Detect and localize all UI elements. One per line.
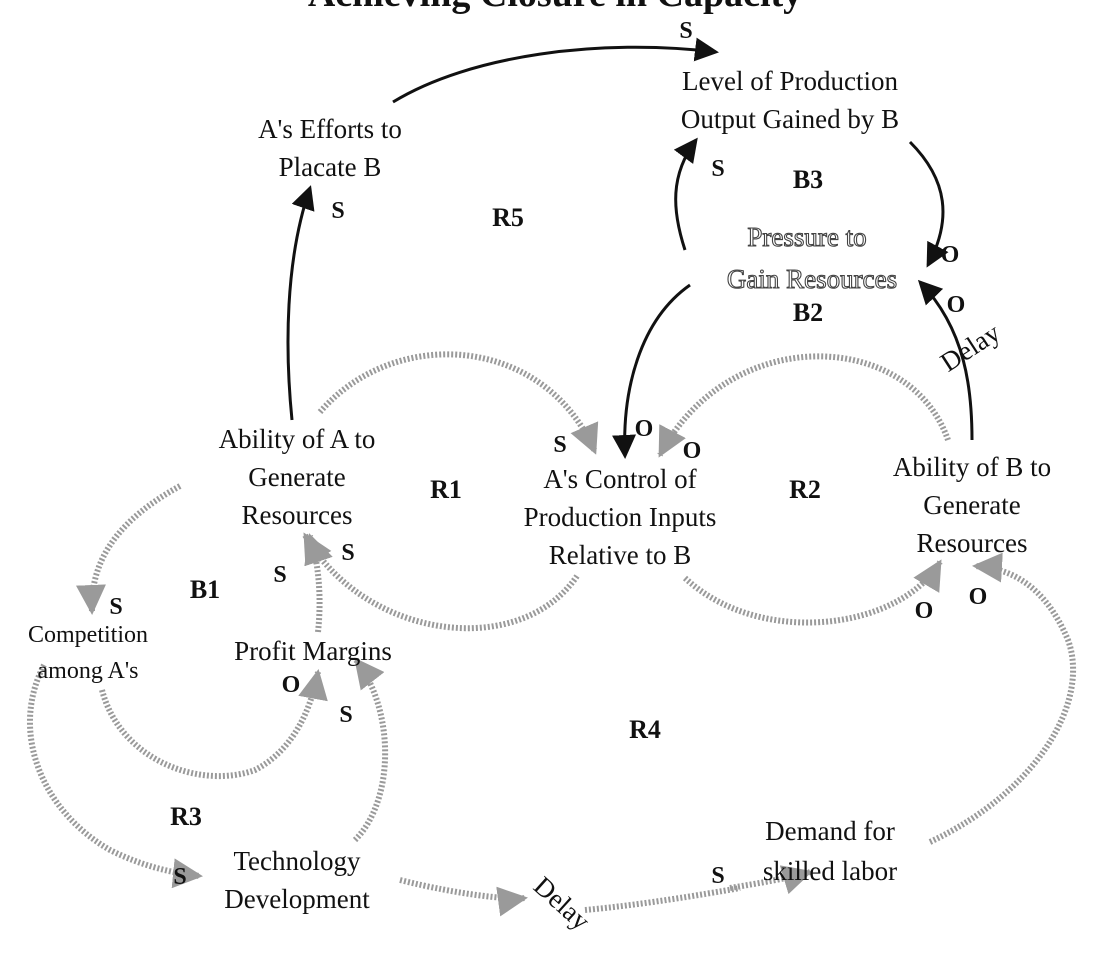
- polarity-profit-o: O: [282, 672, 301, 698]
- node-technology-line2: Development: [224, 884, 370, 914]
- node-profit-margins: Profit Margins: [234, 636, 392, 666]
- link-abilityA-to-control: [317, 351, 599, 455]
- node-abilityB-line1: Ability of B to: [893, 452, 1051, 482]
- link-abilityB-to-pressure: [917, 279, 974, 441]
- link-profit-to-abilityA: [304, 533, 333, 633]
- node-demand-line1: Demand for: [765, 816, 895, 846]
- polarity-abilityB-o2: O: [969, 584, 988, 610]
- polarity-control-s: S: [553, 432, 566, 458]
- delay-label-bottom: Delay: [528, 871, 596, 937]
- loop-label-b2: B2: [793, 298, 823, 327]
- node-pressure-to-gain-resources: Pressure to Gain Resources: [726, 221, 897, 294]
- link-efforts-to-level: [392, 37, 719, 104]
- node-technology-development: Technology Development: [224, 846, 370, 914]
- link-abilityA-to-competition: [75, 483, 182, 615]
- node-pressure-line2: Gain Resources: [727, 264, 897, 294]
- polarity-top-s: S: [679, 18, 692, 44]
- node-a-control-of-production: A's Control of Production Inputs Relativ…: [524, 464, 717, 570]
- polarity-pressure-o1: O: [941, 242, 960, 268]
- delay-label-right: Delay: [935, 317, 1006, 378]
- link-abilityB-to-control: [657, 353, 951, 458]
- polarity-competition-s: S: [109, 594, 122, 620]
- loop-label-r5: R5: [492, 203, 524, 232]
- node-technology-line1: Technology: [233, 846, 361, 876]
- link-level-to-pressure: [908, 140, 949, 268]
- node-competition-line2: among A's: [38, 658, 139, 684]
- loop-label-b3: B3: [793, 165, 823, 194]
- link-delay-to-demand: [729, 865, 813, 895]
- loop-label-r4: R4: [629, 715, 661, 744]
- link-demand-to-abilityB: [928, 552, 1076, 845]
- diagram-title: Achieving Closure in Capacity: [308, 0, 802, 15]
- node-abilityA-line3: Resources: [242, 500, 353, 530]
- loop-label-r1: R1: [430, 475, 462, 504]
- node-pressure-line1: Pressure to: [747, 222, 866, 252]
- node-level-line2: Output Gained by B: [681, 104, 899, 134]
- node-competition-line1: Competition: [28, 622, 148, 648]
- link-competition-to-profit: [99, 669, 328, 780]
- link-pressure-to-level: [673, 137, 698, 251]
- polarity-profit-s: S: [339, 702, 352, 728]
- node-efforts-to-placate-b: A's Efforts to Placate B: [258, 114, 402, 182]
- node-efforts-line2: Placate B: [279, 152, 382, 182]
- node-control-line1: A's Control of: [543, 464, 696, 494]
- link-technology-to-delay: [399, 877, 528, 917]
- polarity-abilityA-s1: S: [341, 540, 354, 566]
- polarity-pressure-o2: O: [947, 292, 966, 318]
- node-competition-among-as: Competition among A's: [28, 622, 148, 684]
- link-abilityA-to-efforts: [286, 185, 315, 421]
- loop-label-r3: R3: [170, 802, 202, 831]
- polarity-control-o2: O: [683, 438, 702, 464]
- node-level-line1: Level of Production: [682, 66, 898, 96]
- node-ability-of-b: Ability of B to Generate Resources: [893, 452, 1051, 558]
- link-control-to-abilityB: [682, 559, 943, 626]
- polarity-abilityA-s2: S: [273, 562, 286, 588]
- polarity-abilityB-o1: O: [915, 598, 934, 624]
- node-demand-line2: skilled labor: [763, 856, 897, 886]
- polarity-demand-s: S: [711, 863, 724, 889]
- node-level-of-production-output: Level of Production Output Gained by B: [681, 66, 899, 134]
- polarity-technology-s: S: [173, 864, 186, 890]
- loop-label-r2: R2: [789, 475, 821, 504]
- node-demand-for-skilled-labor: Demand for skilled labor: [763, 816, 897, 886]
- polarity-efforts-s: S: [331, 198, 344, 224]
- node-abilityB-line3: Resources: [917, 528, 1028, 558]
- node-ability-of-a: Ability of A to Generate Resources: [219, 424, 376, 530]
- node-efforts-line1: A's Efforts to: [258, 114, 402, 144]
- node-abilityA-line2: Generate: [248, 462, 345, 492]
- link-delay-segment: [584, 885, 741, 913]
- loop-label-b1: B1: [190, 575, 220, 604]
- polarity-level-s: S: [711, 156, 724, 182]
- link-pressure-to-control: [612, 283, 691, 459]
- node-abilityB-line2: Generate: [923, 490, 1020, 520]
- polarity-control-o1: O: [635, 416, 654, 442]
- node-control-line3: Relative to B: [549, 540, 691, 570]
- node-abilityA-line1: Ability of A to: [219, 424, 376, 454]
- node-control-line2: Production Inputs: [524, 502, 717, 532]
- link-competition-to-technology: [27, 663, 203, 889]
- link-technology-to-profit: [352, 657, 389, 843]
